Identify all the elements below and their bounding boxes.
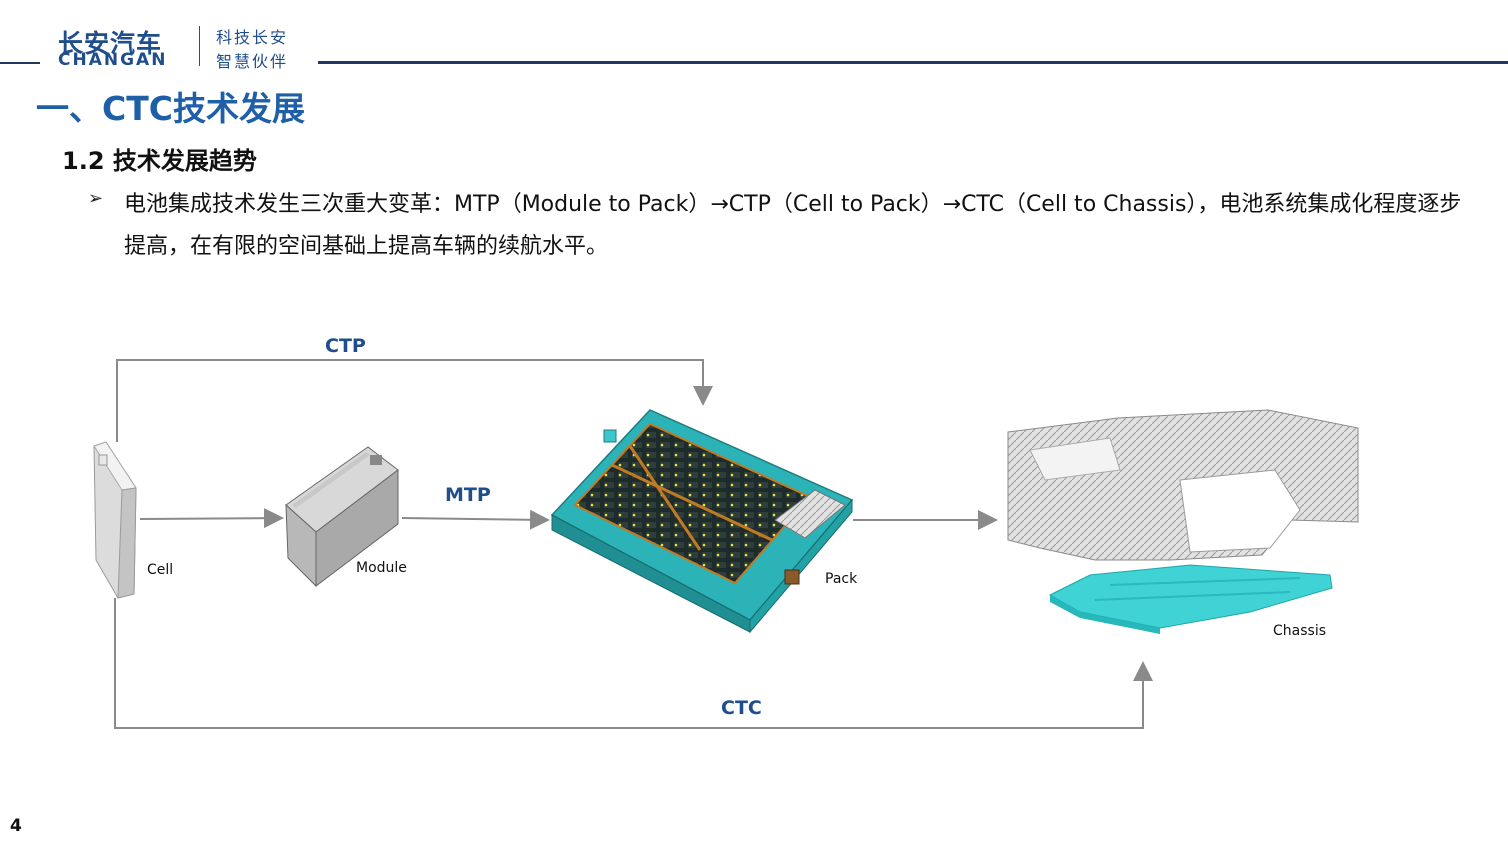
cell-label: Cell [147,562,174,578]
chassis-illustration [1007,409,1359,634]
bullet-arrow-icon: ➢ [88,188,104,209]
pack-label: Pack [825,571,858,587]
brand-logo-english: CHANGAN [58,50,168,70]
header-rule-right [318,61,1508,64]
slogan-line-1: 科技长安 [216,28,289,47]
chassis-label: Chassis [1273,623,1326,639]
module-illustration [285,446,399,588]
ctp-path-line [116,359,713,442]
ctp-label: CTP [325,335,366,357]
page-title: 一、CTC技术发展 [36,89,305,128]
logo-divider [199,26,200,66]
module-label: Module [356,560,407,576]
header-rule-left [0,62,40,64]
ctc-label: CTC [721,697,762,719]
section-subtitle: 1.2 技术发展趋势 [62,147,257,175]
mtp-label: MTP [445,484,491,506]
pack-illustration [550,409,854,634]
cell-to-module-arrow [139,508,284,529]
cell-illustration [93,441,137,599]
page-number: 4 [10,816,22,836]
ctc-path-line [114,598,1153,729]
brand-logo-chinese: 长安汽车 [58,29,163,58]
bullet-text: 电池集成技术发生三次重大变革：MTP（Module to Pack）→CTP（C… [124,192,1462,259]
module-to-pack-arrow [401,509,550,530]
slogan-line-2: 智慧伙伴 [216,52,289,71]
